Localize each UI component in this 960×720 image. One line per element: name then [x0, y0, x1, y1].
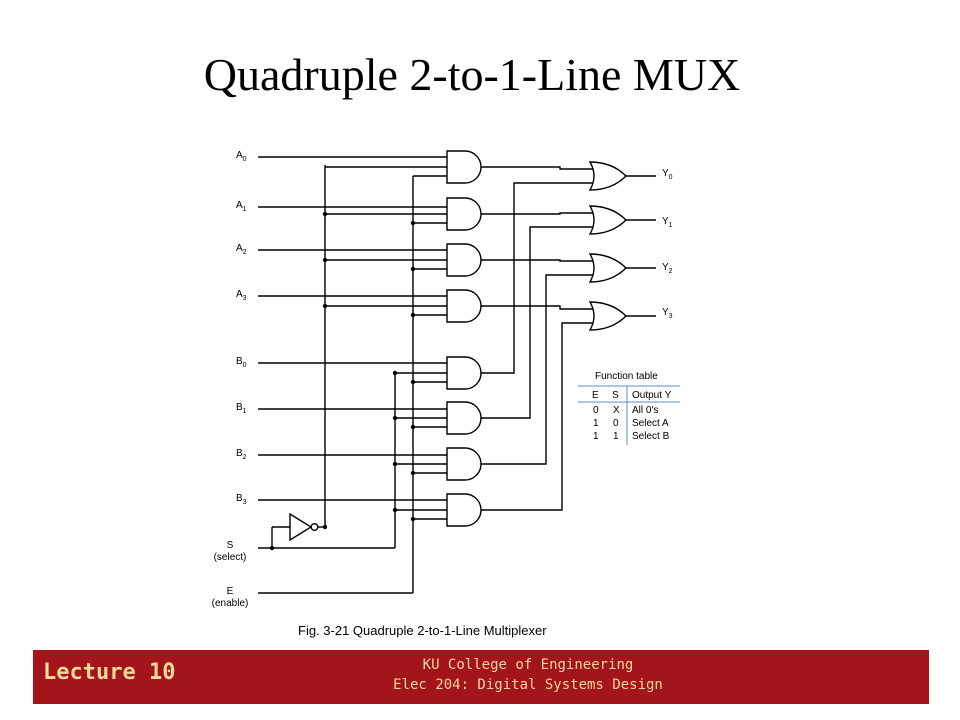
- input-label-a3: A3: [236, 289, 247, 302]
- output-label-y3: Y3: [662, 307, 673, 320]
- slide-title: Quadruple 2-to-1-Line MUX: [203, 49, 741, 100]
- and-a-to-or-wire: [481, 166, 594, 170]
- ft-row3-e: 1: [593, 431, 599, 442]
- and-gate-b0: [446, 356, 482, 390]
- ft-row1-y: All 0's: [632, 405, 658, 416]
- ft-row2-e: 1: [593, 418, 599, 429]
- footer-organization: KU College of Engineering Elec 204: Digi…: [233, 655, 823, 695]
- junction-dot: [410, 470, 416, 476]
- and-b-to-or-wire: [481, 274, 594, 465]
- ft-row1-s: X: [613, 405, 620, 416]
- enable-note: (enable): [212, 598, 249, 609]
- junction-dot: [392, 415, 398, 421]
- inverter-gate: [289, 512, 313, 542]
- and-gate-a1: [446, 197, 482, 231]
- input-label-b1: B1: [236, 402, 247, 415]
- junction-dot: [410, 424, 416, 430]
- or-gate-2: [588, 253, 627, 283]
- and-a-to-or-wire: [481, 259, 594, 262]
- footer-lecture-label: Lecture 10: [43, 660, 176, 685]
- junction-dot: [322, 257, 328, 263]
- select-label: S: [227, 540, 234, 551]
- junction-dot: [322, 524, 328, 530]
- and-gate-b3: [446, 493, 482, 527]
- footer-bar: Lecture 10 KU College of Engineering Ele…: [33, 650, 929, 704]
- and-gate-b2: [446, 447, 482, 481]
- junction-dot: [410, 379, 416, 385]
- and-gate-a2: [446, 243, 482, 277]
- junction-dots: [269, 211, 416, 551]
- junction-dot: [392, 507, 398, 513]
- function-table-title: Function table: [595, 371, 658, 382]
- and-gate-b1: [446, 401, 482, 435]
- junction-dot: [322, 303, 328, 309]
- function-table: Function table E S Output Y 0 X All 0's …: [578, 371, 680, 445]
- ft-row3-s: 1: [613, 431, 619, 442]
- footer-org-line1: KU College of Engineering: [422, 657, 634, 673]
- ft-header-s: S: [612, 390, 619, 401]
- and-b-to-or-wire: [481, 226, 594, 419]
- and-b-to-or-wire: [481, 322, 594, 511]
- junction-dot: [322, 211, 328, 217]
- junction-dot: [269, 545, 275, 551]
- junction-dot: [410, 516, 416, 522]
- select-note: (select): [214, 552, 247, 563]
- mux-circuit-diagram: A0A1A2A3B0B1B2B3S(select)E(enable)Y0Y1Y2…: [212, 150, 680, 638]
- junction-dot: [410, 312, 416, 318]
- footer-org-line2: Elec 204: Digital Systems Design: [393, 677, 663, 693]
- junction-dot: [410, 220, 416, 226]
- input-label-b3: B3: [236, 493, 247, 506]
- and-a-to-or-wire: [481, 212, 594, 215]
- and-gate-a0: [446, 150, 482, 184]
- ft-row1-e: 0: [593, 405, 599, 416]
- output-label-y0: Y0: [662, 168, 673, 181]
- and-gate-a3: [446, 289, 482, 323]
- output-label-y1: Y1: [662, 216, 673, 229]
- or-gate-0: [588, 161, 627, 191]
- ft-header-y: Output Y: [632, 390, 672, 401]
- enable-label: E: [227, 586, 234, 597]
- ft-header-e: E: [592, 390, 599, 401]
- gates: [289, 150, 627, 542]
- junction-dot: [392, 370, 398, 376]
- input-label-a0: A0: [236, 150, 247, 163]
- input-label-a2: A2: [236, 243, 247, 256]
- ft-row2-y: Select A: [632, 418, 669, 429]
- or-gate-1: [588, 205, 627, 235]
- signal-labels: A0A1A2A3B0B1B2B3S(select)E(enable)Y0Y1Y2…: [212, 150, 673, 609]
- and-a-to-or-wire: [481, 305, 594, 310]
- junction-dot: [410, 266, 416, 272]
- junction-dot: [392, 461, 398, 467]
- figure-caption: Fig. 3-21 Quadruple 2-to-1-Line Multiple…: [298, 623, 547, 638]
- ft-row2-s: 0: [613, 418, 619, 429]
- or-gate-3: [588, 301, 627, 331]
- input-label-b2: B2: [236, 448, 247, 461]
- input-label-b0: B0: [236, 356, 247, 369]
- and-b-to-or-wire: [481, 182, 594, 374]
- output-label-y2: Y2: [662, 262, 673, 275]
- input-label-a1: A1: [236, 200, 247, 213]
- inverter-bubble: [310, 523, 319, 532]
- ft-row3-y: Select B: [632, 431, 670, 442]
- wires: [258, 156, 656, 594]
